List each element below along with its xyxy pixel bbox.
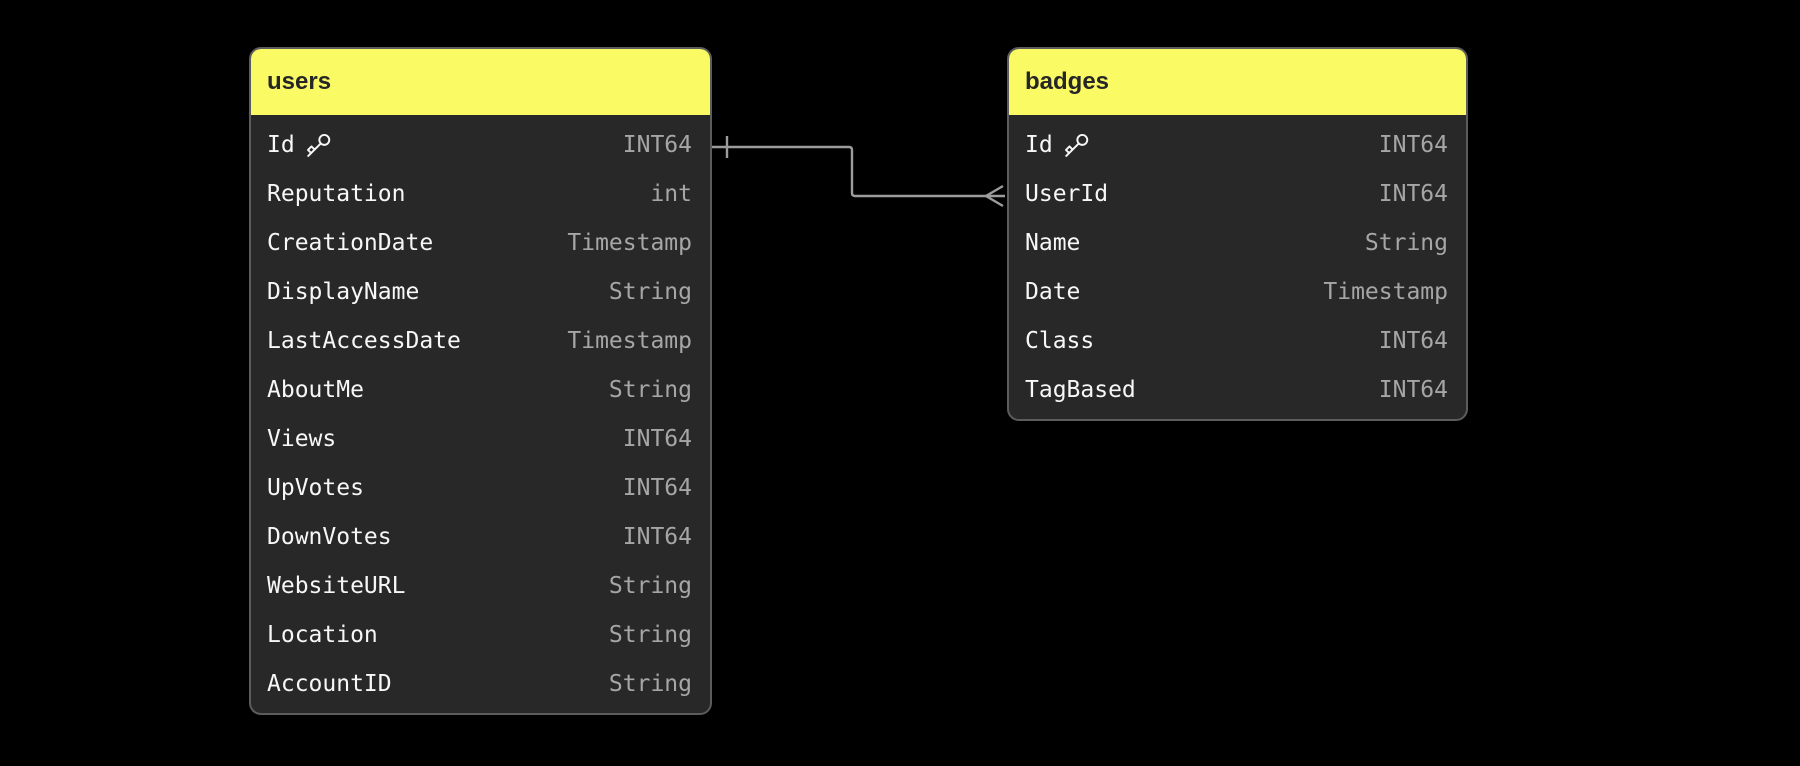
table-title: badges <box>1025 68 1110 95</box>
field-row[interactable]: UserId INT64 <box>1009 169 1466 218</box>
cardinality-many-arrow <box>983 184 1004 208</box>
field-name: Id <box>267 130 333 159</box>
field-type: String <box>608 278 692 305</box>
field-row[interactable]: LastAccessDate Timestamp <box>251 316 710 365</box>
field-row[interactable]: Id INT64 <box>1009 120 1466 169</box>
field-name: Location <box>267 621 378 648</box>
field-row[interactable]: CreationDate Timestamp <box>251 218 710 267</box>
table-users-header[interactable]: users <box>251 49 710 115</box>
field-row[interactable]: Views INT64 <box>251 414 710 463</box>
field-name: Views <box>267 425 337 452</box>
field-name: DownVotes <box>267 523 392 550</box>
field-name: TagBased <box>1025 376 1136 403</box>
field-type: String <box>608 376 692 403</box>
field-name: Class <box>1025 327 1095 354</box>
table-title: users <box>267 68 332 95</box>
field-type: INT64 <box>622 523 692 550</box>
table-badges[interactable]: badges Id INT64 UserId INT64 Name <box>1007 47 1468 421</box>
field-row[interactable]: UpVotes INT64 <box>251 463 710 512</box>
field-type: INT64 <box>1378 131 1448 158</box>
field-row[interactable]: Class INT64 <box>1009 316 1466 365</box>
table-users[interactable]: users Id INT64 Reputation int CreationDa… <box>249 47 712 715</box>
field-type: String <box>1364 229 1448 256</box>
field-type: Timestamp <box>567 229 692 256</box>
field-name: AboutMe <box>267 376 364 403</box>
connector-line[interactable] <box>712 145 1005 198</box>
field-name: DisplayName <box>267 278 420 305</box>
field-row[interactable]: WebsiteURL String <box>251 561 710 610</box>
field-row[interactable]: DisplayName String <box>251 267 710 316</box>
field-row[interactable]: Date Timestamp <box>1009 267 1466 316</box>
table-badges-header[interactable]: badges <box>1009 49 1466 115</box>
field-row[interactable]: Id INT64 <box>251 120 710 169</box>
primary-key-icon <box>306 133 330 157</box>
field-name: Id <box>1025 130 1091 159</box>
field-name: UpVotes <box>267 474 364 501</box>
field-row[interactable]: DownVotes INT64 <box>251 512 710 561</box>
field-type: INT64 <box>622 425 692 452</box>
field-type: Timestamp <box>1323 278 1448 305</box>
field-type: INT64 <box>1378 327 1448 354</box>
field-name: Date <box>1025 278 1081 305</box>
field-name: UserId <box>1025 180 1109 207</box>
field-row[interactable]: TagBased INT64 <box>1009 365 1466 414</box>
field-type: Timestamp <box>567 327 692 354</box>
field-row[interactable]: AboutMe String <box>251 365 710 414</box>
field-name: Reputation <box>267 180 406 207</box>
field-row[interactable]: AccountID String <box>251 659 710 708</box>
table-users-body: Id INT64 Reputation int CreationDate Tim… <box>251 115 710 713</box>
field-row[interactable]: Name String <box>1009 218 1466 267</box>
field-name: CreationDate <box>267 229 434 256</box>
field-row[interactable]: Location String <box>251 610 710 659</box>
field-type: String <box>608 572 692 599</box>
field-type: INT64 <box>1378 376 1448 403</box>
field-name: AccountID <box>267 670 392 697</box>
field-name: Name <box>1025 229 1081 256</box>
field-type: INT64 <box>622 474 692 501</box>
field-name: LastAccessDate <box>267 327 461 354</box>
field-name: WebsiteURL <box>267 572 406 599</box>
field-type: int <box>650 180 692 207</box>
field-type: INT64 <box>1378 180 1448 207</box>
field-type: String <box>608 670 692 697</box>
field-row[interactable]: Reputation int <box>251 169 710 218</box>
table-badges-body: Id INT64 UserId INT64 Name String Date <box>1009 115 1466 419</box>
primary-key-icon <box>1064 133 1088 157</box>
field-type: INT64 <box>622 131 692 158</box>
field-type: String <box>608 621 692 648</box>
